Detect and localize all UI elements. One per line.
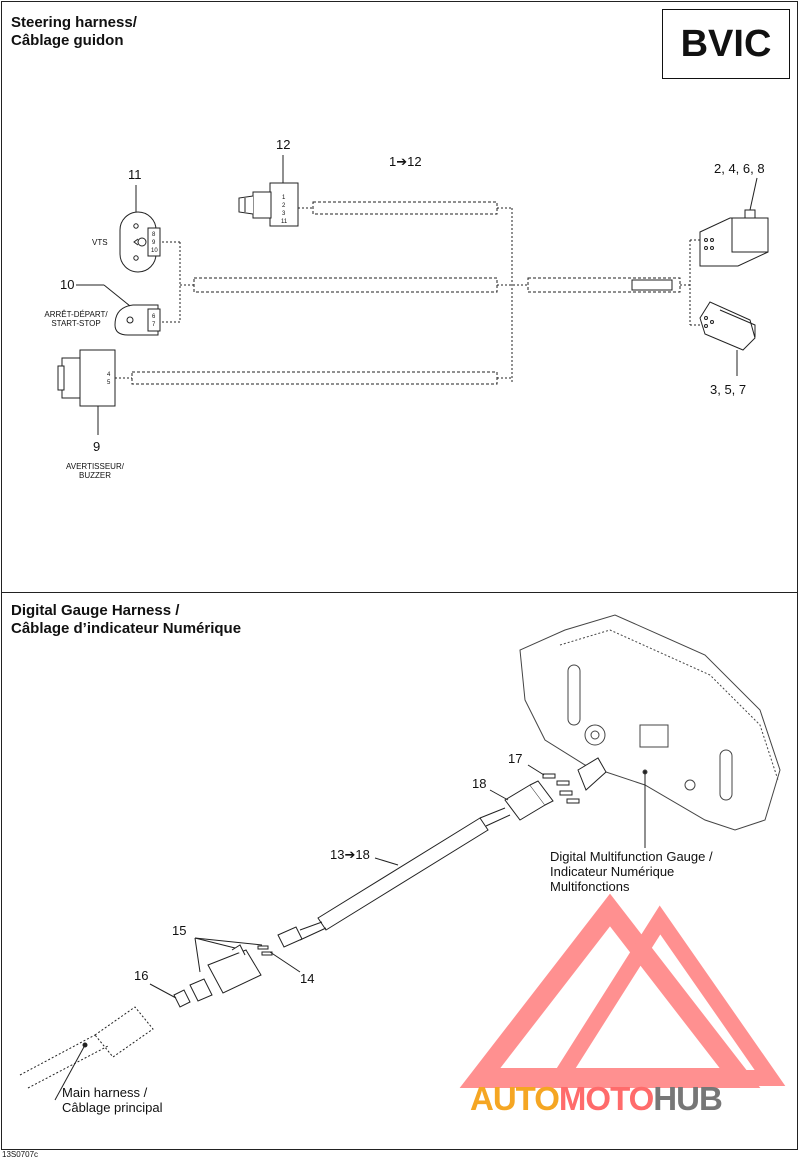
- gauge-label-line1: Digital Multifunction Gauge /: [550, 849, 713, 864]
- figure-code: 13S0707c: [2, 1150, 39, 1159]
- start-stop-switch-10: [114, 304, 161, 336]
- wedge-lock-16: [173, 989, 191, 1008]
- digital-title-line2: Câblage d’indicateur Numérique: [11, 620, 242, 637]
- digital-gauge-harness-panel: [1, 592, 798, 1150]
- pin-10-1: 6: [152, 314, 156, 320]
- connector-2-4-6-8: [699, 209, 769, 267]
- steering-harness-panel: [1, 1, 798, 593]
- main-harness-label-line2: Câblage principal: [62, 1100, 163, 1115]
- callout-15: 15: [172, 923, 187, 938]
- start-stop-label: ARRÊT-DÉPART/ START-STOP: [36, 310, 116, 328]
- callout-10: 10: [60, 277, 75, 292]
- seal-plug-14: [257, 926, 303, 956]
- watermark-text: AUTOMOTOHUB: [470, 1080, 723, 1118]
- watermark-part2: MOTO: [558, 1080, 654, 1117]
- gauge-connector: [577, 757, 607, 791]
- digital-title: Digital Gauge Harness / Câblage d’indica…: [11, 602, 241, 638]
- connector-3-5-7: [699, 301, 756, 351]
- steering-title-line1: Steering harness/: [11, 14, 137, 31]
- connector-15: [189, 944, 262, 1002]
- callout-17: 17: [508, 751, 523, 766]
- pin-12-3: 3: [282, 211, 286, 217]
- vts-switch-11: [119, 211, 161, 273]
- buzzer-label-line2: BUZZER: [79, 471, 111, 480]
- digital-gauge-body: [519, 614, 781, 831]
- pin-10-2: 7: [152, 322, 156, 328]
- pin-11-2: 9: [152, 240, 156, 246]
- watermark-part1: AUTO: [470, 1080, 560, 1117]
- watermark-part3: HUB: [653, 1080, 722, 1117]
- model-code-box: BVIC: [662, 9, 790, 79]
- callout-9: 9: [93, 439, 101, 454]
- steering-title-line2: Câblage guidon: [11, 32, 124, 49]
- start-stop-label-line2: START-STOP: [51, 319, 101, 328]
- buzzer-label: AVERTISSEUR/ BUZZER: [55, 462, 135, 480]
- steering-title: Steering harness/ Câblage guidon: [11, 14, 137, 50]
- callout-1-to-12: 1➔12: [389, 154, 422, 169]
- connector-18: [504, 780, 554, 821]
- digital-harness-tube: [299, 807, 511, 941]
- watermark-logo-graphic: [459, 893, 786, 1088]
- connector-12: [238, 182, 299, 227]
- callout-12: 12: [276, 137, 291, 152]
- callout-13-to-18: 13➔18: [330, 847, 370, 862]
- buzzer-label-line1: AVERTISSEUR/: [66, 462, 124, 471]
- pin-12-1: 1: [282, 195, 286, 201]
- pin-11-1: 8: [152, 232, 156, 238]
- gauge-label: Digital Multifunction Gauge / Indicateur…: [550, 849, 713, 894]
- main-harness-connector: [19, 1006, 154, 1089]
- main-harness-label: Main harness / Câblage principal: [62, 1085, 162, 1115]
- terminal-pins-17: [542, 773, 580, 804]
- start-stop-label-line1: ARRÊT-DÉPART/: [44, 310, 108, 319]
- pin-12-4: 11: [281, 219, 288, 225]
- callout-16: 16: [134, 968, 149, 983]
- gauge-label-line2: Indicateur Numérique: [550, 864, 675, 879]
- pin-12-2: 2: [282, 203, 286, 209]
- callout-14: 14: [300, 971, 315, 986]
- main-harness-label-line1: Main harness /: [62, 1085, 148, 1100]
- pin-9-1: 4: [107, 372, 111, 378]
- digital-title-line1: Digital Gauge Harness /: [11, 602, 180, 619]
- callout-2-4-6-8: 2, 4, 6, 8: [714, 161, 765, 176]
- gauge-label-line3: Multifonctions: [550, 879, 630, 894]
- vts-label: VTS: [92, 238, 108, 247]
- callout-18: 18: [472, 776, 487, 791]
- buzzer-9: [57, 349, 116, 407]
- pin-11-3: 10: [151, 248, 158, 254]
- pin-9-2: 5: [107, 380, 111, 386]
- callout-3-5-7: 3, 5, 7: [710, 382, 747, 397]
- model-code: BVIC: [680, 22, 772, 65]
- callout-11: 11: [128, 167, 142, 182]
